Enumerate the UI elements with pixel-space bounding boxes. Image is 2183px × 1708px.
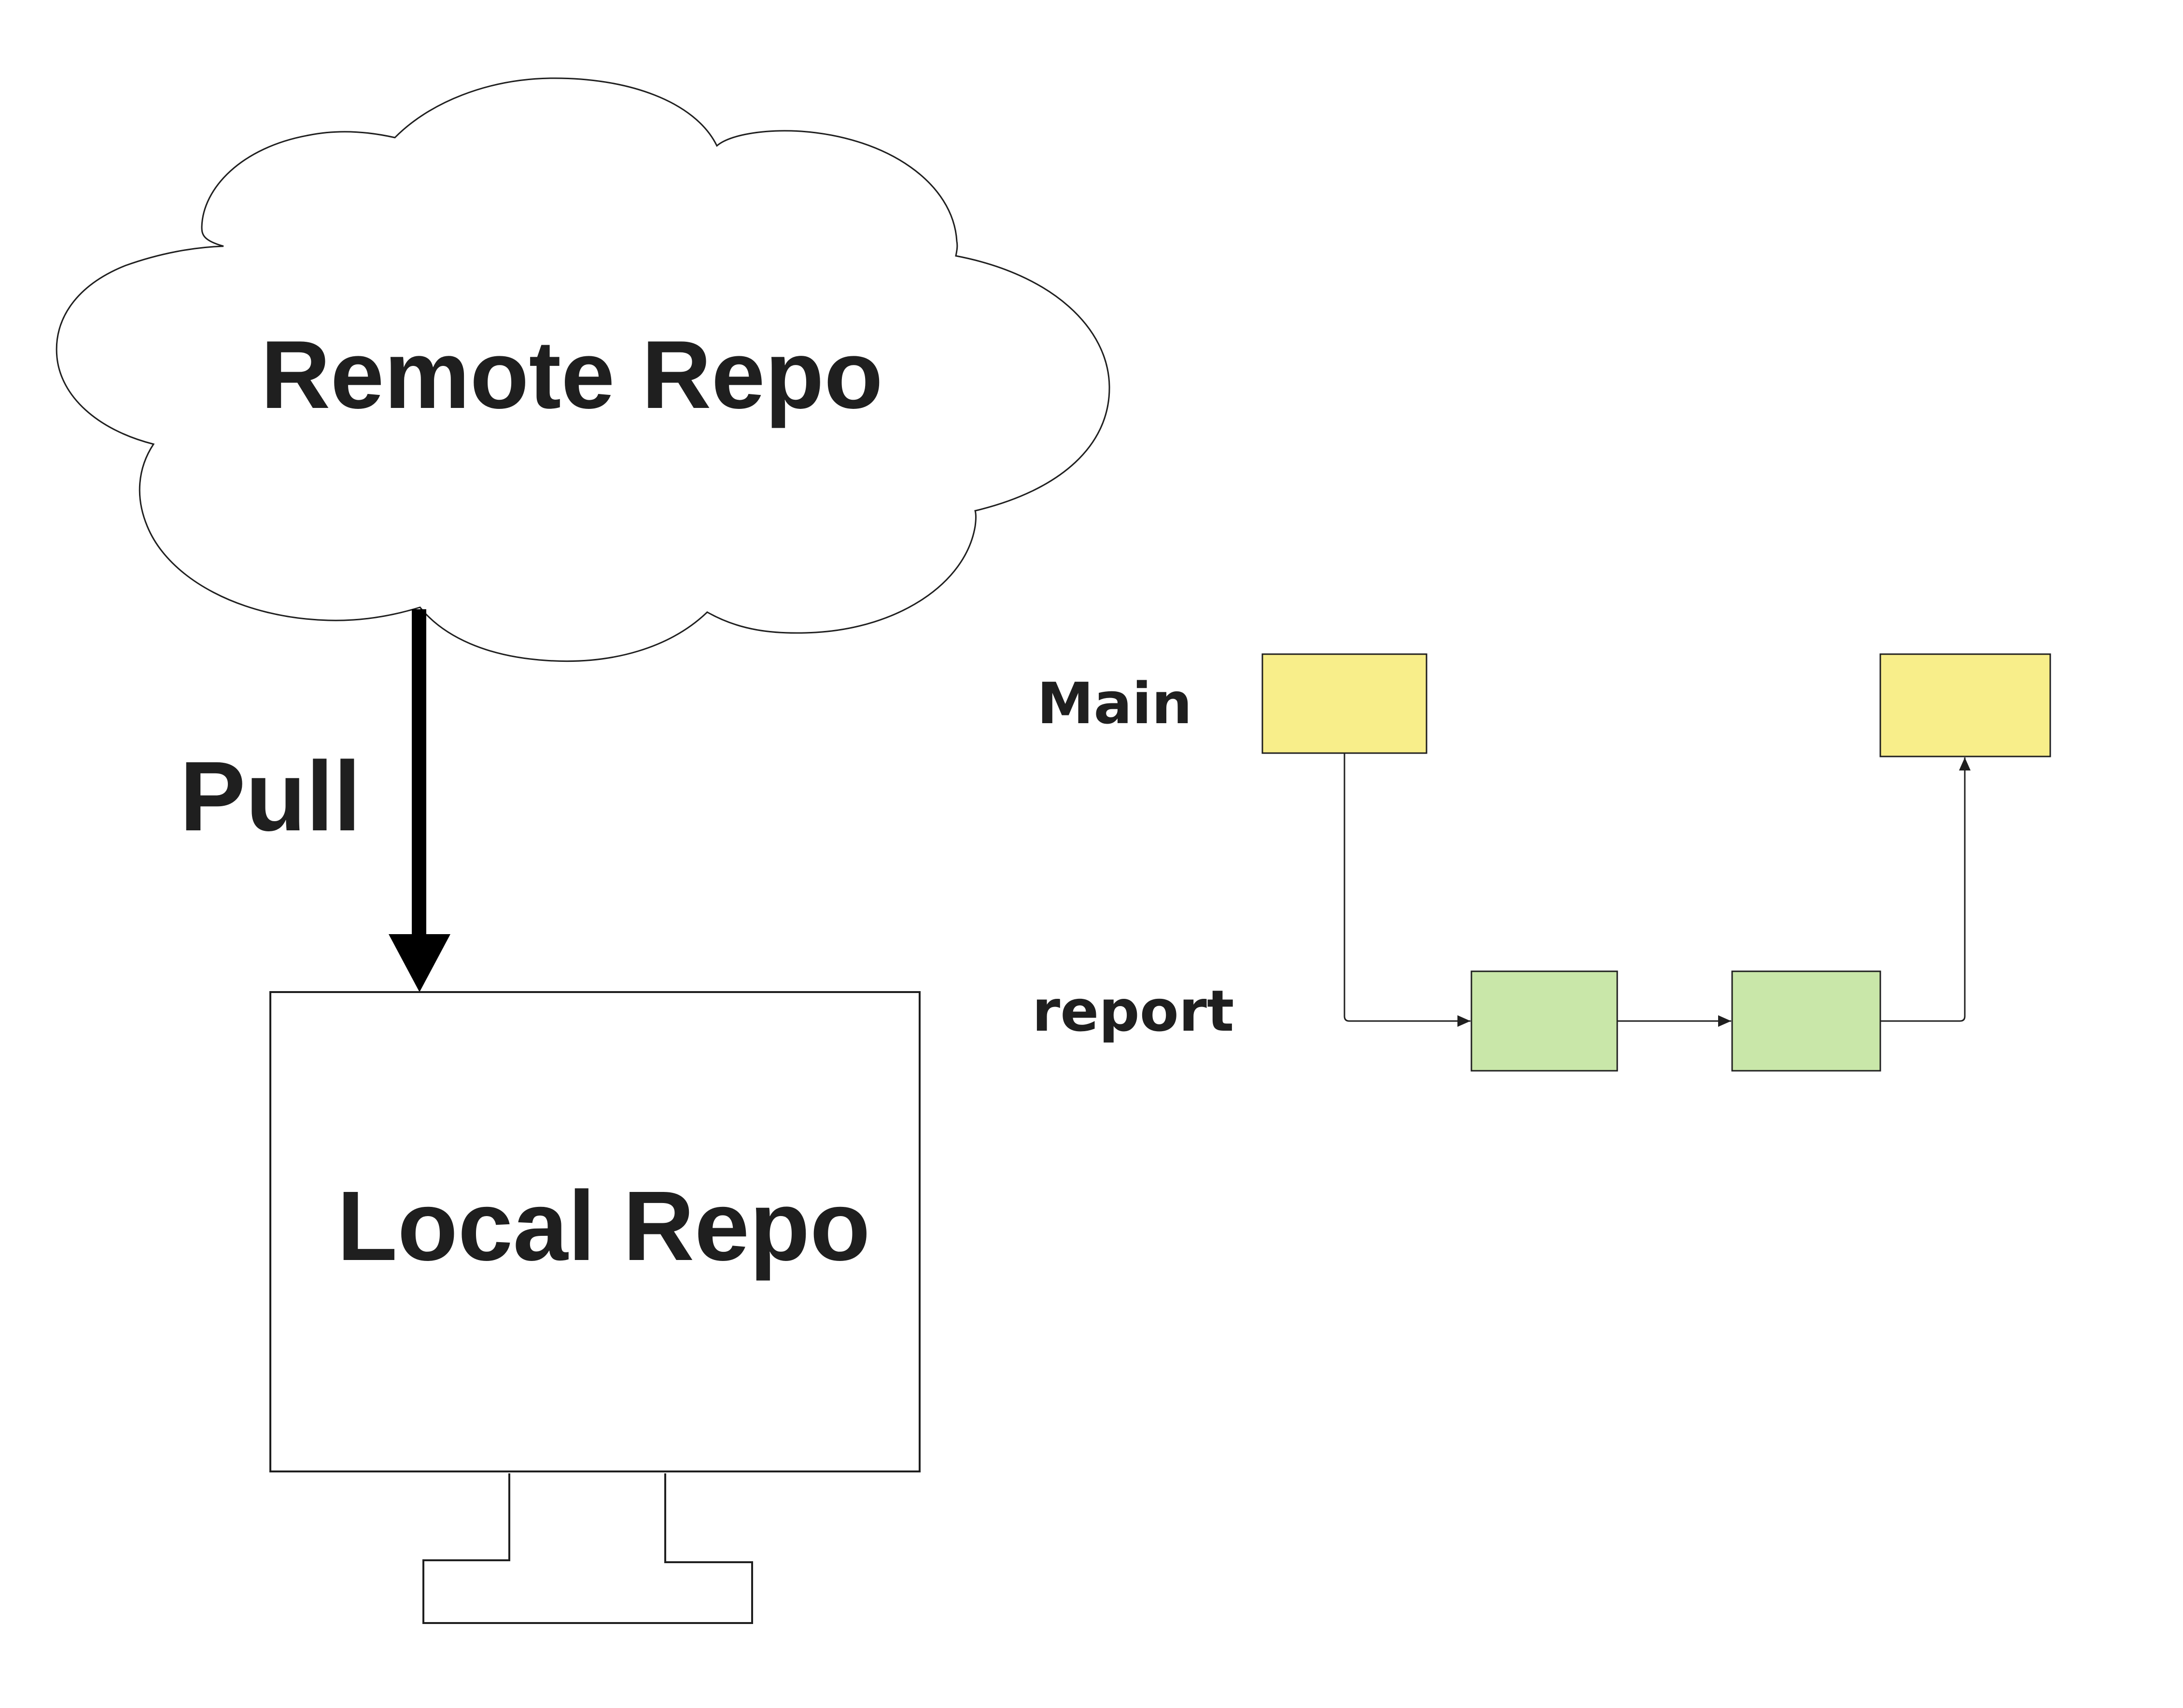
branch-label-report: report [1032,978,1234,1044]
pull-arrow-head [389,934,450,992]
connector-main-to-report [1343,753,1470,1027]
cloud-outline [56,77,1110,662]
report-commit-1 [1470,970,1618,1072]
local-repo-monitor [269,991,921,1624]
pull-label: Pull [180,741,361,852]
monitor-stand [422,1473,753,1624]
pull-arrow [389,609,450,992]
pull-arrow-shaft [412,609,426,937]
monitor-screen [269,991,921,1472]
report-commit-2 [1731,970,1881,1072]
main-commit-1 [1261,653,1427,754]
connector-report-to-main [1880,757,1971,1022]
remote-repo-label: Remote Repo [261,321,883,429]
main-commit-2 [1879,653,2051,757]
local-repo-label: Local Repo [337,1171,870,1281]
branch-label-main: Main [1037,670,1192,737]
